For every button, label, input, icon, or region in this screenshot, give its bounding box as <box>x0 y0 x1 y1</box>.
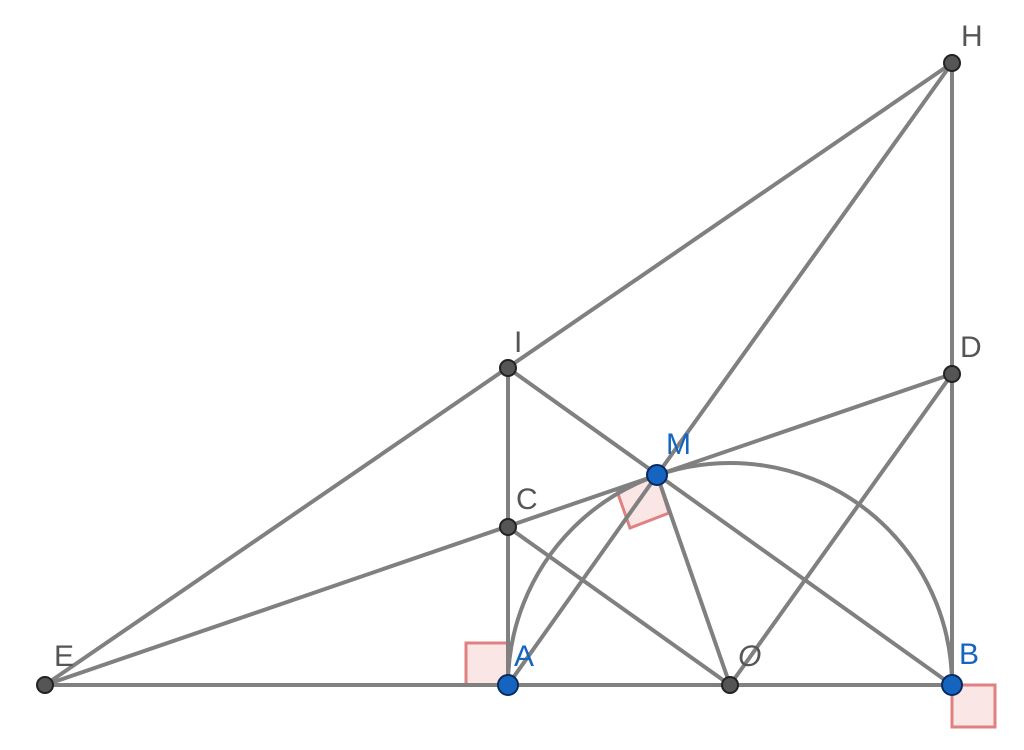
point-a[interactable] <box>497 674 519 696</box>
label-o: O <box>738 640 761 673</box>
semicircle-arc <box>506 461 954 686</box>
label-b: B <box>959 638 979 671</box>
point-h[interactable] <box>943 54 961 72</box>
point-d[interactable] <box>943 365 961 383</box>
label-i: I <box>514 326 522 359</box>
right-angle-marker-b <box>950 683 997 729</box>
point-i[interactable] <box>499 359 517 377</box>
segment-mo <box>655 473 732 687</box>
segment-ib <box>506 366 954 687</box>
segment-co <box>506 525 732 687</box>
points <box>36 54 963 696</box>
label-m: M <box>666 428 691 461</box>
label-a: A <box>514 640 534 673</box>
point-e[interactable] <box>36 676 54 694</box>
segment-eh <box>43 61 954 687</box>
segment-hm <box>655 61 954 477</box>
point-m[interactable] <box>646 464 668 486</box>
point-o[interactable] <box>721 676 739 694</box>
point-b[interactable] <box>941 674 963 696</box>
label-e: E <box>54 640 74 673</box>
segments <box>43 61 954 687</box>
point-c[interactable] <box>499 518 517 536</box>
segment-od <box>728 372 954 687</box>
label-h: H <box>961 20 983 53</box>
label-c: C <box>516 483 538 516</box>
label-d: D <box>960 331 982 364</box>
segment-ed <box>43 372 954 687</box>
point-labels: H I D M C E A O B <box>54 20 983 673</box>
